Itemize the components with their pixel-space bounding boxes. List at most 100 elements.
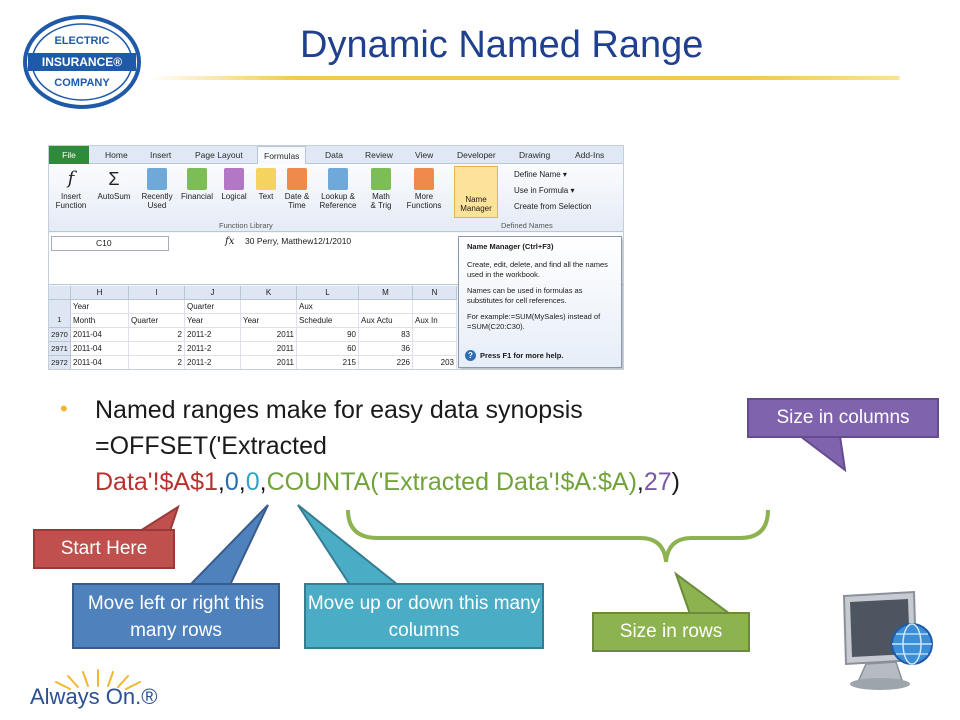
recently-used-label: Recently Used <box>141 192 173 210</box>
table-cell[interactable]: Year <box>185 314 241 328</box>
row-header[interactable]: 2972 <box>49 356 71 369</box>
table-cell[interactable]: 90 <box>297 328 359 342</box>
size-rows-brace <box>346 509 770 563</box>
table-cell[interactable]: 2 <box>129 356 185 369</box>
table-cell[interactable]: Year <box>71 300 129 314</box>
start-here-callout: Start Here <box>33 529 175 569</box>
table-cell[interactable]: Aux In <box>413 314 457 328</box>
start-here-pointer <box>136 504 180 532</box>
table-cell[interactable]: 2011-04 <box>71 328 129 342</box>
tooltip-text: Create, edit, delete, and find all the n… <box>467 260 608 279</box>
tab-page-layout[interactable]: Page Layout <box>195 150 243 160</box>
col-j[interactable]: J <box>185 286 241 300</box>
move-left-pointer <box>187 504 269 586</box>
formula-content[interactable]: 30 Perry, Matthew12/1/2010 <box>245 236 352 246</box>
tab-home[interactable]: Home <box>105 150 128 160</box>
table-cell[interactable] <box>129 300 185 314</box>
row-header[interactable]: 2970 <box>49 328 71 342</box>
table-cell[interactable]: 2011-04 <box>71 356 129 369</box>
table-cell[interactable]: 83 <box>359 328 413 342</box>
col-m[interactable]: M <box>359 286 413 300</box>
tooltip-text: For example:=SUM(MySales) instead of =SU… <box>467 312 601 331</box>
name-manager-label: Name Manager <box>460 195 492 213</box>
autosum-button[interactable]: Σ AutoSum <box>97 168 131 201</box>
height-arg: COUNTA('Extracted Data'!$A:$A) <box>266 468 637 496</box>
insert-function-button[interactable]: 𝑓 Insert Function <box>53 168 89 210</box>
tab-view[interactable]: View <box>415 150 434 160</box>
tab-formulas[interactable]: Formulas <box>257 146 307 164</box>
tab-drawing[interactable]: Drawing <box>519 150 551 160</box>
text-button[interactable]: Text <box>253 168 279 201</box>
table-cell[interactable]: 2011 <box>241 328 297 342</box>
autosum-label: AutoSum <box>97 192 131 201</box>
ribbon-tabs: File Home Insert Page Layout Formulas Da… <box>49 146 623 164</box>
move-up-down-callout: Move up or down this many columns <box>304 583 544 649</box>
col-i[interactable]: I <box>129 286 185 300</box>
math-trig-button[interactable]: Math & Trig <box>363 168 399 210</box>
name-manager-button[interactable]: Name Manager <box>454 166 498 218</box>
date-time-label: Date & Time <box>284 192 310 210</box>
table-cell[interactable] <box>413 328 457 342</box>
logo-line3: COMPANY <box>54 77 110 89</box>
create-from-selection-button[interactable]: Create from Selection <box>514 202 592 211</box>
table-cell[interactable]: 2011 <box>241 342 297 356</box>
financial-button[interactable]: Financial <box>177 168 217 201</box>
logical-label: Logical <box>221 192 247 201</box>
recently-used-button[interactable]: Recently Used <box>137 168 177 210</box>
table-cell[interactable]: 60 <box>297 342 359 356</box>
bullet-icon: • <box>60 396 68 421</box>
table-cell[interactable]: Aux <box>297 300 359 314</box>
tab-insert[interactable]: Insert <box>150 150 172 160</box>
name-box[interactable]: C10 <box>51 236 169 251</box>
more-functions-button[interactable]: More Functions <box>401 168 447 210</box>
col-n[interactable]: N <box>413 286 457 300</box>
table-cell[interactable]: Schedule <box>297 314 359 328</box>
table-cell[interactable] <box>413 300 457 314</box>
col-l[interactable]: L <box>297 286 359 300</box>
define-name-button[interactable]: Define Name ▾ <box>514 170 567 179</box>
book-icon <box>287 168 307 190</box>
row-header[interactable]: 2971 <box>49 342 71 356</box>
logical-button[interactable]: Logical <box>217 168 251 201</box>
defined-names-label: Defined Names <box>501 221 553 230</box>
tab-review[interactable]: Review <box>365 150 393 160</box>
title-underline <box>148 76 900 80</box>
date-time-button[interactable]: Date & Time <box>281 168 313 210</box>
table-cell[interactable]: Month <box>71 314 129 328</box>
table-cell[interactable] <box>359 300 413 314</box>
col-h[interactable]: H <box>71 286 129 300</box>
body-line3: Data'!$A$1,0,0,COUNTA('Extracted Data'!$… <box>95 468 680 496</box>
table-cell[interactable]: 2011-2 <box>185 356 241 369</box>
table-cell[interactable]: 226 <box>359 356 413 369</box>
tab-developer[interactable]: Developer <box>457 150 496 160</box>
table-cell[interactable]: Aux Actu <box>359 314 413 328</box>
book-icon <box>414 168 434 190</box>
table-cell[interactable]: 2 <box>129 342 185 356</box>
book-icon <box>224 168 244 190</box>
tab-file[interactable]: File <box>49 146 89 164</box>
tab-add-ins[interactable]: Add-Ins <box>575 150 605 160</box>
table-cell[interactable]: 2011-2 <box>185 342 241 356</box>
row-header[interactable]: 1 <box>49 300 71 328</box>
logo-line1: ELECTRIC <box>55 35 110 47</box>
table-cell[interactable]: Year <box>241 314 297 328</box>
table-cell[interactable]: 215 <box>297 356 359 369</box>
tab-data[interactable]: Data <box>325 150 343 160</box>
table-cell[interactable]: 2011-2 <box>185 328 241 342</box>
col-k[interactable]: K <box>241 286 297 300</box>
table-cell[interactable]: 2011 <box>241 356 297 369</box>
use-in-formula-button[interactable]: Use in Formula ▾ <box>514 186 575 195</box>
table-cell[interactable]: 2011-04 <box>71 342 129 356</box>
table-cell[interactable]: 203 <box>413 356 457 369</box>
book-icon <box>147 168 167 190</box>
more-functions-label: More Functions <box>406 192 442 210</box>
excel-screenshot: File Home Insert Page Layout Formulas Da… <box>48 145 624 370</box>
table-cell[interactable] <box>241 300 297 314</box>
table-cell[interactable] <box>413 342 457 356</box>
table-cell[interactable]: 2 <box>129 328 185 342</box>
table-cell[interactable]: 36 <box>359 342 413 356</box>
table-cell[interactable]: Quarter <box>185 300 241 314</box>
lookup-reference-button[interactable]: Lookup & Reference <box>315 168 361 210</box>
insert-function-label: Insert Function <box>55 192 87 210</box>
table-cell[interactable]: Quarter <box>129 314 185 328</box>
